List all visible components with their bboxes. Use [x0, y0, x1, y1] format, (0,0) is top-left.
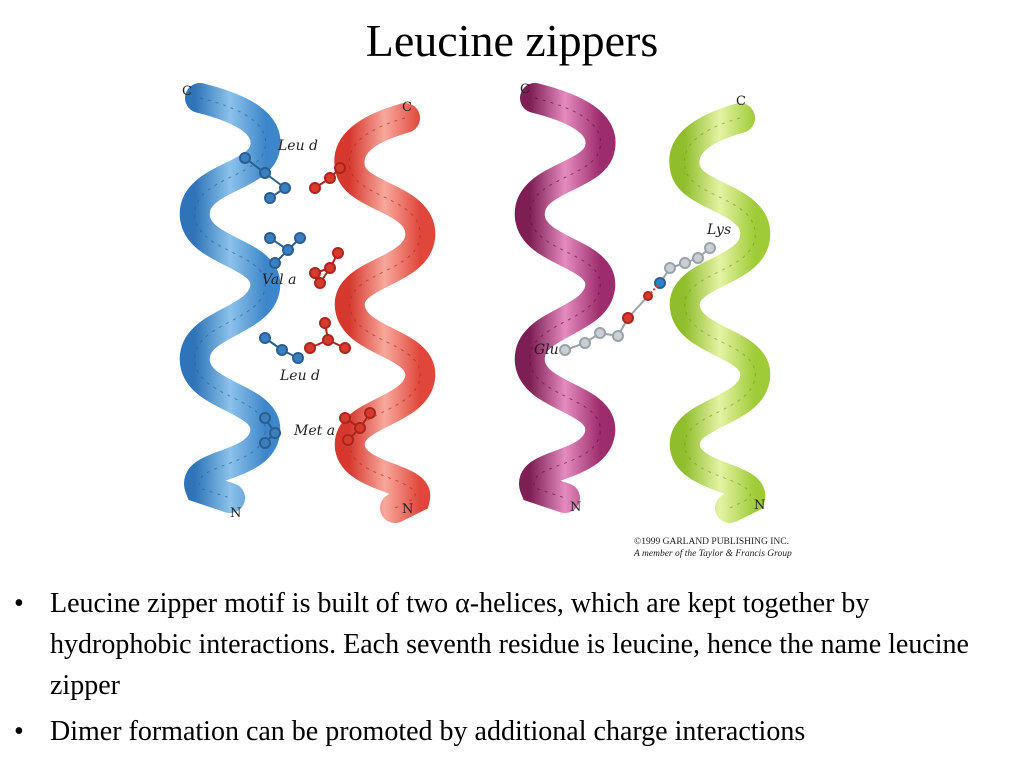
credit-line-1: ©1999 GARLAND PUBLISHING INC.: [634, 537, 789, 547]
bullet-item: • Dimer formation can be promoted by add…: [14, 711, 1014, 752]
label-n: N: [230, 506, 242, 521]
label-n: N: [402, 502, 414, 517]
slide-title: Leucine zippers: [365, 15, 659, 66]
bullet-list: • Leucine zipper motif is built of two α…: [14, 583, 1014, 752]
label-c: C: [736, 94, 746, 109]
label-c: C: [182, 84, 192, 99]
label-met-a: Met a: [294, 423, 336, 439]
label-n: N: [570, 500, 582, 515]
red-helix: [334, 103, 436, 523]
bullet-text: Leucine zipper motif is built of two α-h…: [50, 588, 969, 701]
label-leu-d: Leu d: [280, 368, 321, 384]
blue-side-chains: [239, 152, 306, 449]
label-glu: Glu: [534, 342, 559, 358]
red-side-chains: [304, 162, 376, 446]
label-c: C: [520, 82, 530, 97]
helix-illustration: [179, 83, 771, 523]
glu-lys-salt-bridge: [559, 242, 716, 356]
bullet-marker: •: [14, 588, 24, 619]
bullet-text: Dimer formation can be promoted by addit…: [50, 716, 806, 747]
leucine-zipper-figure: C C N N Leu d Val a Leu d Met a C C N N …: [170, 78, 820, 568]
label-lys: Lys: [707, 222, 732, 238]
bullet-item: • Leucine zipper motif is built of two α…: [14, 583, 1014, 706]
magenta-helix: [514, 83, 616, 513]
bullet-marker: •: [14, 716, 24, 747]
label-c: C: [402, 100, 412, 115]
label-val-a: Val a: [262, 272, 297, 288]
label-leu-d: Leu d: [278, 138, 319, 154]
blue-helix: [179, 83, 281, 513]
copyright-credit: ©1999 GARLAND PUBLISHING INC. A member o…: [634, 536, 792, 560]
credit-line-2: A member of the Taylor & Francis Group: [634, 549, 792, 559]
label-n: N: [754, 498, 766, 513]
green-helix: [669, 103, 771, 523]
